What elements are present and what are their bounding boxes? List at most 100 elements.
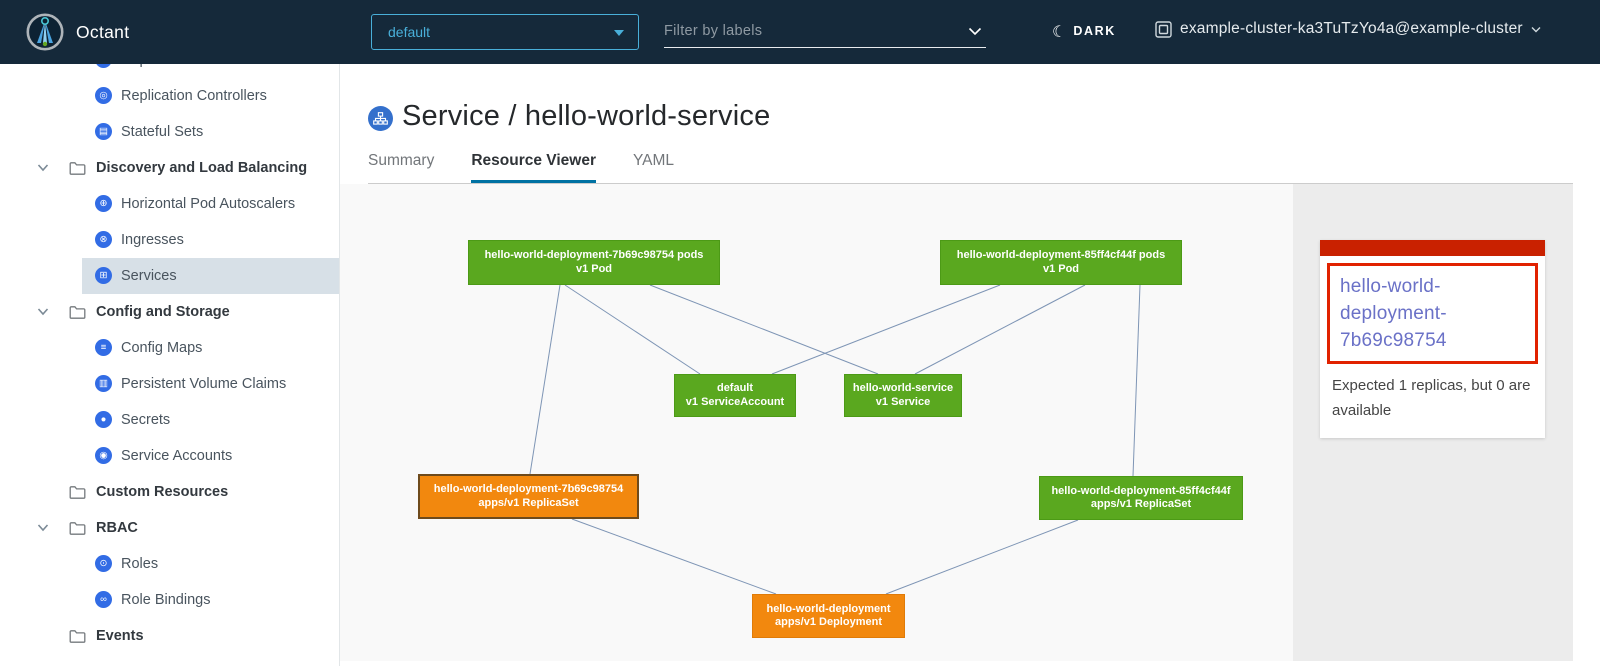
node-name: hello-world-deployment-85ff4cf44f xyxy=(1051,484,1231,497)
node-kind: apps/v1 Deployment xyxy=(775,616,882,628)
node-name: default xyxy=(716,382,754,394)
theme-toggle-label: DARK xyxy=(1073,24,1116,38)
node-kind: v1 ServiceAccount xyxy=(685,395,785,408)
tab-bar: Summary Resource Viewer YAML xyxy=(368,152,711,183)
moon-icon: ☾ xyxy=(1052,24,1067,41)
replication-controllers-icon: ◎ xyxy=(95,87,112,104)
roles-icon: ⊙ xyxy=(95,555,112,572)
sidebar-item-label: Roles xyxy=(121,556,159,572)
card-status-accent-bar xyxy=(1320,240,1545,256)
node-name: hello-world-deployment-7b69c98754 xyxy=(433,483,624,495)
service-resource-icon xyxy=(368,106,393,131)
tab-divider xyxy=(368,183,1573,184)
service-accounts-icon: ◉ xyxy=(95,447,112,464)
sidebar-item-config-maps[interactable]: ≡Config Maps xyxy=(0,330,339,366)
persistent-volume-claims-icon: ▥ xyxy=(95,375,112,392)
sidebar-item-label: Persistent Volume Claims xyxy=(121,376,287,392)
sidebar-item-config-and-storage[interactable]: Config and Storage xyxy=(0,294,339,330)
sidebar-item-roles[interactable]: ⊙ Roles xyxy=(0,546,339,582)
node-name: hello-world-deployment-85ff4cf44f pods xyxy=(956,249,1166,261)
tab-summary[interactable]: Summary xyxy=(368,152,435,169)
tab-resource-viewer[interactable]: Resource Viewer xyxy=(471,152,596,183)
sidebar-item-label: Replication Controllers xyxy=(121,88,267,104)
sidebar-group-label: Custom Resources xyxy=(96,484,229,500)
chevron-down-icon[interactable] xyxy=(37,524,49,532)
sidebar-group-label: RBAC xyxy=(96,520,138,536)
folder-icon xyxy=(69,521,86,535)
app-title: Octant xyxy=(76,22,130,42)
sidebar-item-custom-resources[interactable]: Custom Resources xyxy=(0,474,339,510)
node-name: hello-world-deployment-7b69c98754 pods xyxy=(484,249,704,261)
label-filter-input[interactable] xyxy=(664,16,954,46)
role-bindings-icon: ∞ xyxy=(95,591,112,608)
node-name: hello-world-service xyxy=(852,382,954,394)
stateful-sets-icon: ▤ xyxy=(95,123,112,140)
sidebar-item-rbac[interactable]: RBAC xyxy=(0,510,339,546)
sidebar-item-label: Service Accounts xyxy=(121,448,233,464)
sidebar-item-events[interactable]: Events xyxy=(0,618,339,654)
resource-link[interactable]: hello-world-deployment-7b69c98754 xyxy=(1340,276,1447,351)
sidebar-item-horizontal-pod-autoscalers[interactable]: ⊕ Horizontal Pod Autoscalers xyxy=(0,186,339,222)
sidebar-item-services[interactable]: ⊞ Services xyxy=(0,258,339,294)
sidebar-group-label: Discovery and Load Balancing xyxy=(96,160,308,176)
chevron-down-icon[interactable] xyxy=(968,27,982,36)
ingresses-icon: ⊗ xyxy=(95,231,112,248)
folder-icon xyxy=(69,305,86,319)
sidebar-item-label: Secrets xyxy=(121,412,171,428)
sidebar-item-label: Stateful Sets xyxy=(121,124,204,140)
sidebar-item-role-bindings[interactable]: ∞Role Bindings xyxy=(0,582,339,618)
secrets-icon: ● xyxy=(95,411,112,428)
sidebar-group-label: Config and Storage xyxy=(96,304,230,320)
sidebar-item-secrets[interactable]: ● Secrets xyxy=(0,402,339,438)
sidebar-item-replication-controllers[interactable]: ◎ Replication Controllers xyxy=(0,78,339,114)
folder-icon xyxy=(69,161,86,175)
sidebar-item-service-accounts[interactable]: ◉ Service Accounts xyxy=(0,438,339,474)
chevron-down-icon[interactable] xyxy=(37,308,49,316)
sidebar-group-label: Events xyxy=(96,628,144,644)
cluster-selector[interactable]: example-cluster-ka3TuTzYo4a@example-clus… xyxy=(1155,20,1541,38)
sidebar-item-label: Horizontal Pod Autoscalers xyxy=(121,196,296,212)
page-title: Service / hello-world-service xyxy=(402,100,771,132)
label-filter xyxy=(664,16,986,48)
cluster-name: example-cluster-ka3TuTzYo4a@example-clus… xyxy=(1180,20,1523,37)
theme-toggle-button[interactable]: ☾ DARK xyxy=(1052,22,1116,42)
node-kind: v1 Pod xyxy=(1042,262,1080,275)
node-kind: v1 Service xyxy=(875,395,931,408)
sidebar-item-stateful-sets[interactable]: ▤ Stateful Sets xyxy=(0,114,339,150)
node-name: hello-world-deployment xyxy=(766,602,891,615)
services-icon: ⊞ xyxy=(95,267,112,284)
caret-down-icon xyxy=(614,30,624,36)
status-message: Expected 1 replicas, but 0 are available xyxy=(1332,377,1531,419)
sidebar: ▣Replica Sets◎Replication Controllers▤St… xyxy=(0,0,340,666)
chevron-down-icon[interactable] xyxy=(37,164,49,172)
detail-panel: hello-world-deployment-7b69c98754 Expect… xyxy=(1293,184,1573,661)
tab-yaml[interactable]: YAML xyxy=(632,152,675,169)
folder-icon xyxy=(69,629,86,643)
sidebar-item-ingresses[interactable]: ⊗ Ingresses xyxy=(0,222,339,258)
sidebar-item-label: Ingresses xyxy=(121,232,184,248)
sidebar-item-label: Services xyxy=(121,268,177,284)
horizontal-pod-autoscalers-icon: ⊕ xyxy=(95,195,112,212)
selected-resource-card: hello-world-deployment-7b69c98754 Expect… xyxy=(1320,240,1545,438)
cluster-icon xyxy=(1155,20,1172,38)
sidebar-item-persistent-volume-claims[interactable]: ▥ Persistent Volume Claims xyxy=(0,366,339,402)
sidebar-item-discovery-and-load-balancing[interactable]: Discovery and Load Balancing xyxy=(0,150,339,186)
card-title-box: hello-world-deployment-7b69c98754 xyxy=(1327,263,1538,364)
namespace-dropdown[interactable]: default xyxy=(371,14,639,50)
sidebar-nav-list: ▣Replica Sets◎Replication Controllers▤St… xyxy=(0,42,339,654)
node-kind: apps/v1 ReplicaSet xyxy=(1090,498,1192,510)
top-nav-bar: Octant default ☾ DARK example-cluster-ka3… xyxy=(0,0,1600,64)
folder-icon xyxy=(69,485,86,499)
octant-logo-icon xyxy=(26,13,64,51)
node-kind: v1 Pod xyxy=(575,262,613,275)
chevron-down-icon xyxy=(1531,26,1541,32)
config-maps-icon: ≡ xyxy=(95,339,112,356)
node-kind: apps/v1 ReplicaSet xyxy=(478,496,579,509)
